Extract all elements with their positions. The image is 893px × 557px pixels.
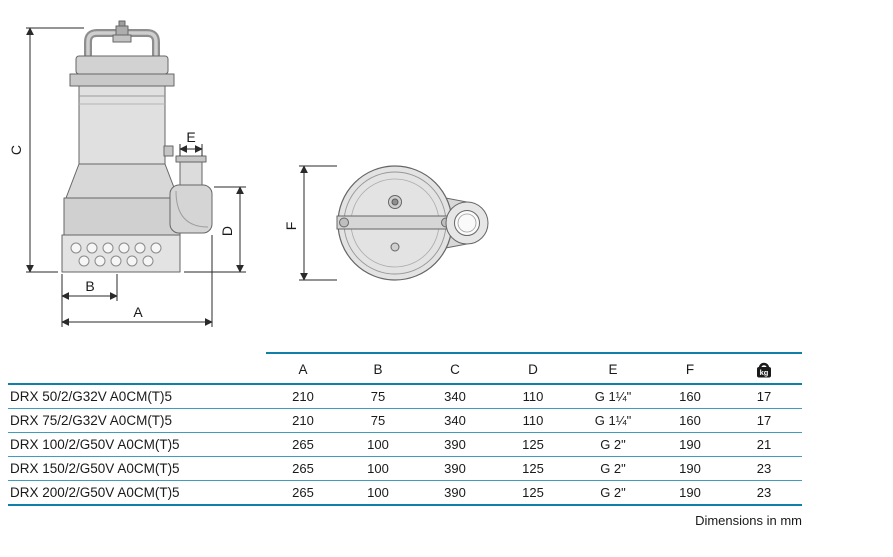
dim-f-cell: 160 [679, 389, 701, 404]
dim-e-cell: G 2" [572, 456, 654, 481]
dim-c-cell: 390 [416, 456, 494, 481]
discharge-port-thread [457, 213, 477, 233]
volute [63, 197, 181, 236]
dimensions-note: Dimensions in mm [695, 513, 802, 528]
motor-flange [69, 73, 175, 87]
dim-a-cell: 265 [266, 480, 340, 506]
table-row: DRX 50/2/G32V A0CM(T)5 210 75 340 110 G … [8, 384, 802, 409]
model-cell: DRX 75/2/G32V A0CM(T)5 [8, 408, 266, 433]
dim-label-b: B [85, 278, 94, 294]
strainer-base [61, 234, 181, 273]
column-header-d: D [494, 352, 572, 385]
column-header-c: C [416, 352, 494, 385]
dim-c-cell: 390 [416, 480, 494, 506]
dim-d-cell: 125 [494, 432, 572, 457]
dim-a-cell: 265 [266, 456, 340, 481]
pump-top-view: F [283, 165, 489, 281]
dim-e-cell: G 2" [572, 480, 654, 506]
dim-label-f: F [283, 222, 299, 231]
weight-unit-label: kg [760, 368, 769, 377]
dim-f-cell: 190 [654, 432, 726, 457]
oil-plug [163, 145, 174, 157]
weight-cell: 17 [726, 408, 802, 433]
dim-label-c: C [8, 145, 24, 155]
dim-f-cell: 190 [654, 456, 726, 481]
weight-kettlebell-icon: kg [757, 362, 771, 378]
dim-c-cell: 340 [444, 389, 466, 404]
dim-label-e: E [186, 129, 195, 145]
elbow-inner-curve [175, 190, 209, 228]
table-row: DRX 75/2/G32V A0CM(T)5 210 75 340 110 G … [8, 408, 802, 433]
dim-label-a: A [133, 304, 143, 320]
dim-e-cell: G 2" [572, 432, 654, 457]
top-bolt-inner [391, 198, 399, 206]
discharge-elbow [169, 184, 213, 234]
clamp-bolt-left [339, 217, 349, 228]
dim-c-cell: 390 [416, 432, 494, 457]
dim-label-d: D [219, 226, 235, 236]
discharge-pipe [179, 160, 203, 188]
dim-a-cell: 210 [266, 408, 340, 433]
weight-cell: 21 [726, 432, 802, 457]
dim-d-cell: 110 [494, 408, 572, 433]
table-row: DRX 150/2/G50V A0CM(T)5 265 100 390 125 … [8, 456, 802, 481]
model-cell: DRX 200/2/G50V A0CM(T)5 [8, 480, 266, 506]
strainer-holes [70, 242, 162, 267]
weight-cell: 23 [726, 480, 802, 506]
column-header-b: B [340, 352, 416, 385]
dim-b-cell: 75 [340, 408, 416, 433]
dimension-f [299, 165, 337, 281]
dim-d-cell: 110 [522, 389, 544, 404]
discharge-flange [175, 155, 207, 163]
column-header-e: E [572, 352, 654, 385]
dimension-e [179, 144, 203, 156]
motor-body [78, 85, 166, 165]
dim-d-cell: 125 [494, 480, 572, 506]
dimension-c [26, 27, 84, 273]
table-row: DRX 200/2/G50V A0CM(T)5 265 100 390 125 … [8, 480, 802, 506]
weight-cell: 17 [756, 389, 772, 404]
dim-b-cell: 100 [340, 480, 416, 506]
model-cell: DRX 100/2/G50V A0CM(T)5 [8, 432, 266, 457]
column-header-weight: kg [726, 352, 802, 385]
pump-casing [65, 163, 179, 199]
dim-b-cell: 75 [370, 389, 386, 404]
dimensions-table: A B C D E F kg DRX 50/2/G32V A0CM(T)5 21… [8, 352, 802, 506]
dim-e-cell: G 1¼" [594, 389, 632, 404]
dim-f-cell: 190 [654, 480, 726, 506]
table-header-row: A B C D E F kg [8, 352, 802, 385]
dim-a-cell: 265 [266, 432, 340, 457]
model-cell: DRX 50/2/G32V A0CM(T)5 [10, 389, 173, 404]
weight-cell: 23 [726, 456, 802, 481]
clamp-bar [336, 215, 454, 230]
dim-b-cell: 100 [340, 432, 416, 457]
dimensions-table-section: A B C D E F kg DRX 50/2/G32V A0CM(T)5 21… [8, 352, 802, 528]
cable-gland [112, 20, 132, 43]
dim-b-cell: 100 [340, 456, 416, 481]
column-header-a: A [266, 352, 340, 385]
dim-c-cell: 340 [416, 408, 494, 433]
dim-f-cell: 160 [654, 408, 726, 433]
column-header-f: F [654, 352, 726, 385]
model-column-header [8, 353, 266, 385]
dim-d-cell: 125 [494, 456, 572, 481]
motor-top-cap [75, 55, 169, 75]
table-row: DRX 100/2/G50V A0CM(T)5 265 100 390 125 … [8, 432, 802, 457]
pump-technical-drawing: C E D B A [8, 20, 489, 327]
bottom-bolt [390, 242, 400, 252]
dim-a-cell: 210 [292, 389, 314, 404]
model-cell: DRX 150/2/G50V A0CM(T)5 [8, 456, 266, 481]
pump-side-view: C E D B A [8, 20, 246, 327]
dimension-a [61, 235, 213, 327]
dimension-d [184, 186, 246, 273]
dim-e-cell: G 1¼" [572, 408, 654, 433]
